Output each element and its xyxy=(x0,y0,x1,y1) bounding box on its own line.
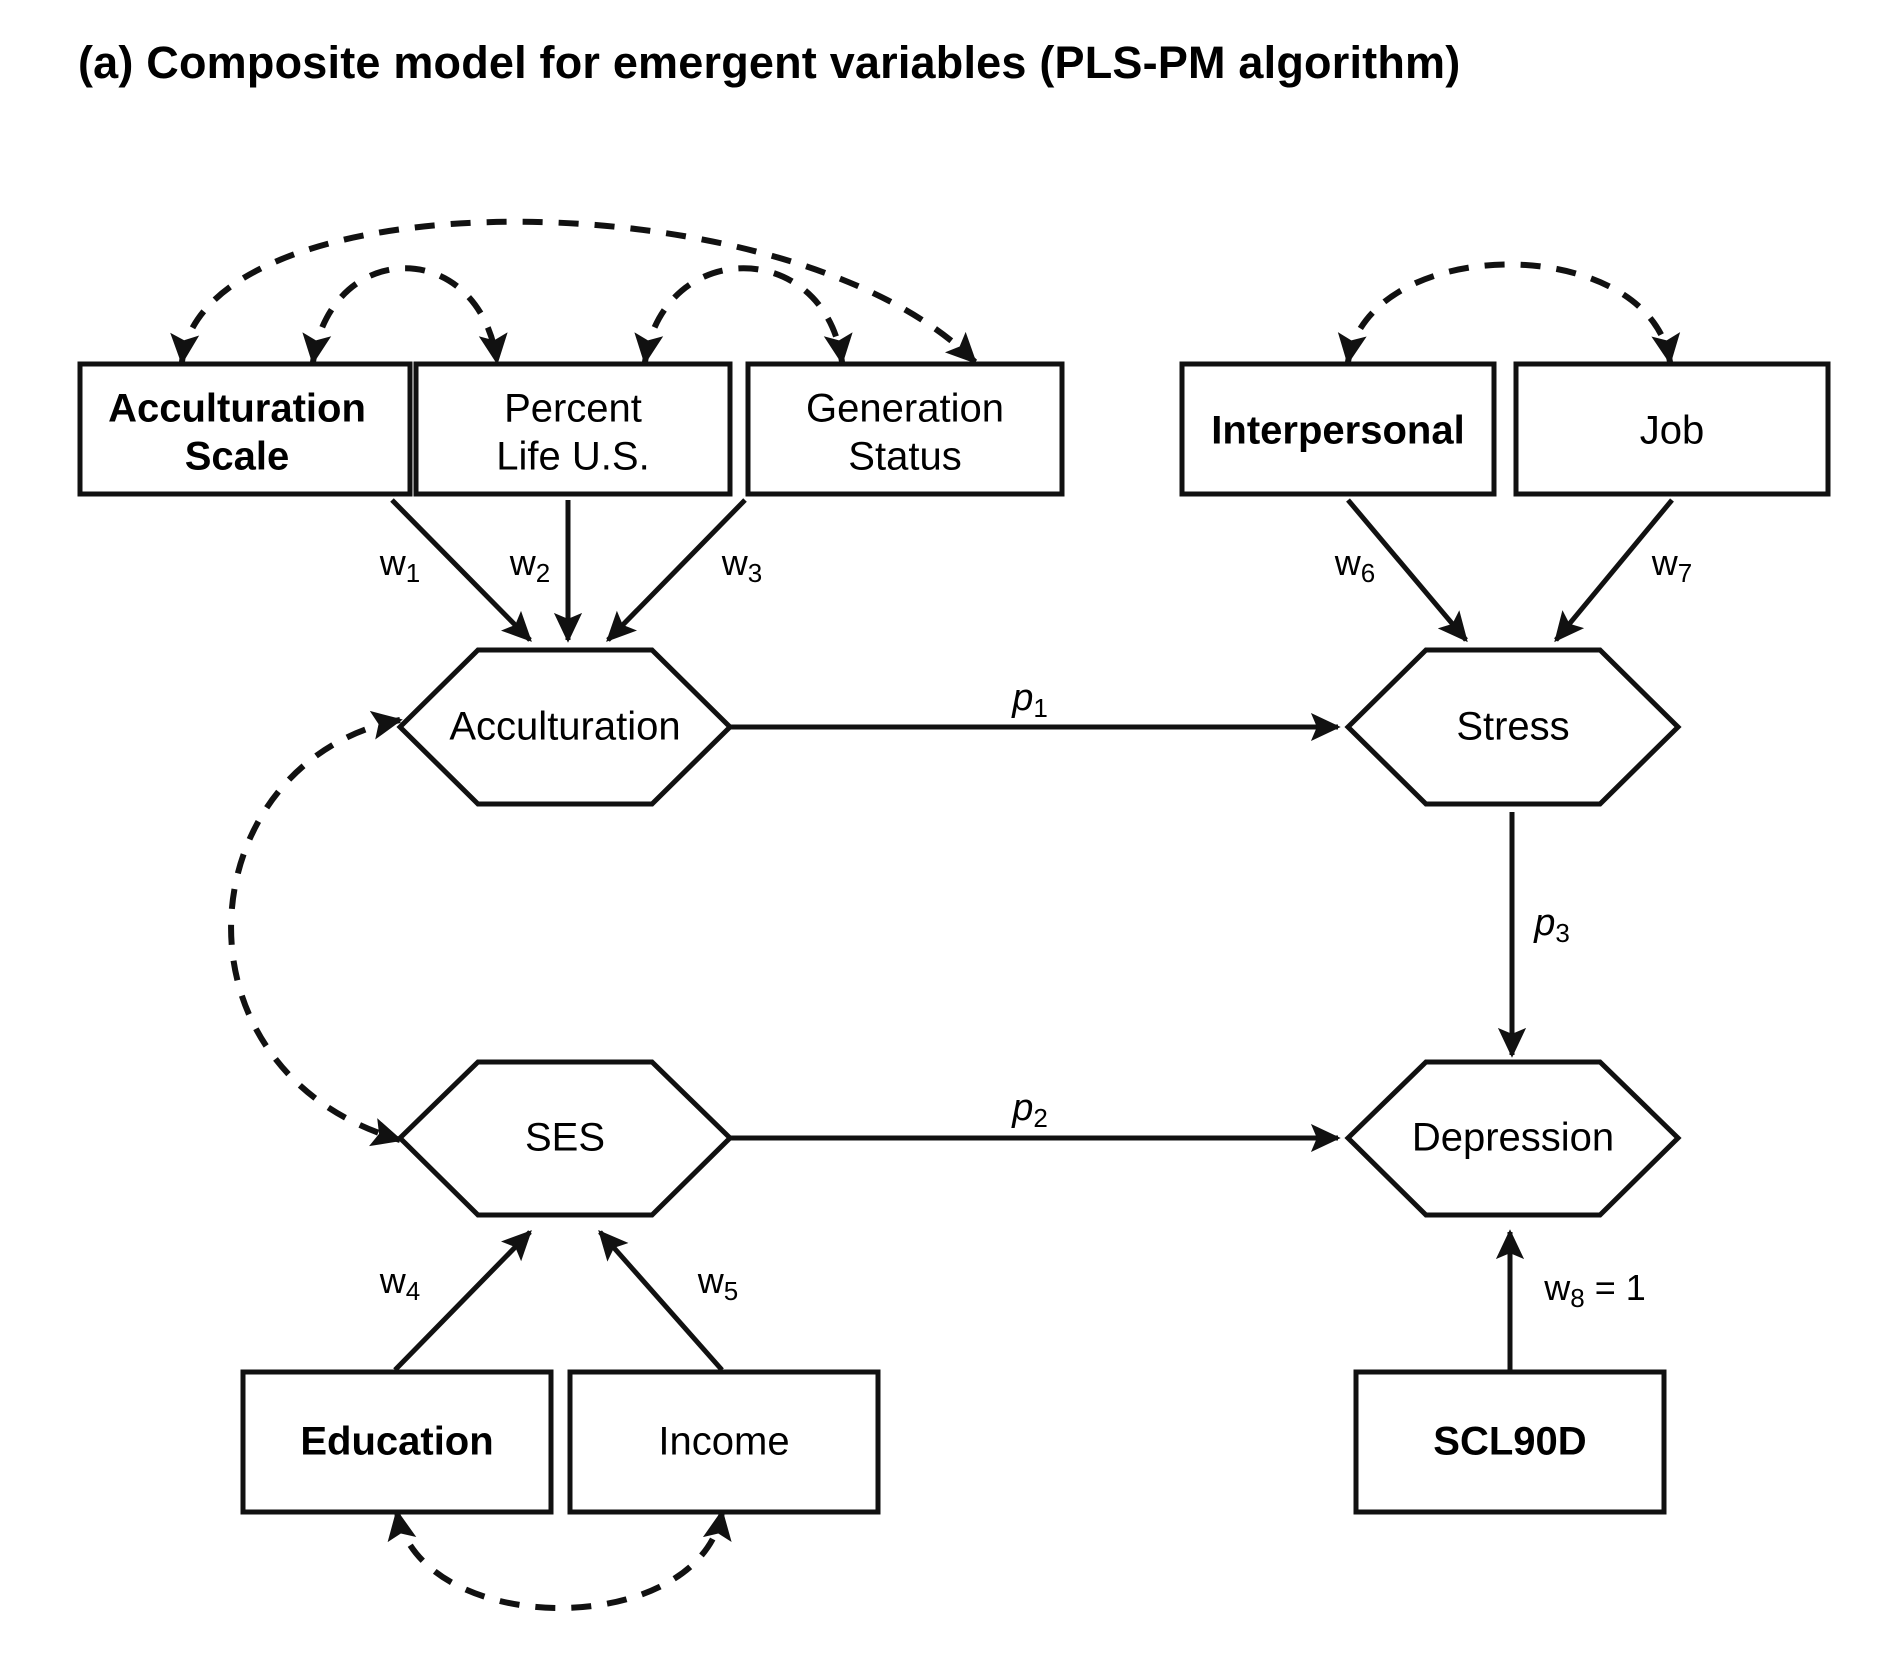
path-label-p2: p2 xyxy=(1011,1087,1048,1133)
composite-label-stress: Stress xyxy=(1456,705,1569,749)
weight-symbol-w7: w xyxy=(1651,542,1679,583)
svg-text:w2: w2 xyxy=(509,542,550,588)
weight-label-w1: w1 xyxy=(379,542,420,588)
indicator-box-scl90d[interactable]: SCL90D xyxy=(1353,1369,1667,1515)
indicator-box-income[interactable]: Income xyxy=(567,1369,881,1515)
weight-label-w4: w4 xyxy=(379,1260,420,1306)
weight-symbol-w6: w xyxy=(1334,542,1362,583)
indicator-box-interpersonal[interactable]: Interpersonal xyxy=(1179,361,1497,497)
weight-symbol-w2: w xyxy=(509,542,537,583)
composite-node-depression[interactable]: Depression xyxy=(1344,1059,1682,1218)
indicator-label-acculturation-scale-line1: Acculturation xyxy=(108,387,366,431)
weight-subscript-w3: 3 xyxy=(748,558,762,588)
path-symbol-p2: p xyxy=(1011,1087,1033,1129)
svg-text:w4: w4 xyxy=(379,1260,420,1306)
path-subscript-p3: 3 xyxy=(1555,918,1569,948)
weight-arrow-w7 xyxy=(1554,498,1674,643)
composite-label-acculturation: Acculturation xyxy=(449,705,680,749)
weight-label-w7: w7 xyxy=(1651,542,1692,588)
indicator-label-percent-life-us-line2: Life U.S. xyxy=(496,435,649,479)
composite-label-ses: SES xyxy=(525,1116,605,1160)
weight-subscript-w5: 5 xyxy=(724,1276,738,1306)
svg-text:p1: p1 xyxy=(1011,677,1048,723)
correlation-arc-acculturation-ses xyxy=(228,710,403,1147)
svg-text:p3: p3 xyxy=(1533,902,1570,948)
composite-node-acculturation[interactable]: Acculturation xyxy=(396,647,734,807)
correlation-arc-acc-scale-percent xyxy=(302,265,508,365)
indicator-label-job: Job xyxy=(1640,409,1705,453)
indicator-label-generation-status-line1: Generation xyxy=(806,387,1004,431)
svg-text:p2: p2 xyxy=(1011,1087,1048,1133)
weight-suffix-w8: = 1 xyxy=(1585,1267,1646,1308)
path-label-p1: p1 xyxy=(1011,677,1048,723)
weight-arrow-w4 xyxy=(393,1230,532,1372)
svg-text:w6: w6 xyxy=(1334,542,1375,588)
weight-label-w2: w2 xyxy=(509,542,550,588)
weight-symbol-w8: w xyxy=(1543,1267,1571,1308)
indicator-box-education[interactable]: Education xyxy=(240,1369,554,1515)
indicator-label-scl90d: SCL90D xyxy=(1433,1420,1586,1464)
weight-symbol-w1: w xyxy=(379,542,407,583)
svg-text:w7: w7 xyxy=(1651,542,1692,588)
weight-subscript-w2: 2 xyxy=(536,558,550,588)
svg-text:w3: w3 xyxy=(721,542,762,588)
indicator-box-percent-life-us[interactable]: Percent Life U.S. xyxy=(413,361,733,497)
composite-node-ses[interactable]: SES xyxy=(396,1059,734,1218)
path-subscript-p2: 2 xyxy=(1033,1103,1047,1133)
indicator-label-acculturation-scale-line2: Scale xyxy=(185,435,290,479)
weight-subscript-w1: 1 xyxy=(406,558,420,588)
weight-arrow-w1 xyxy=(390,498,532,642)
path-symbol-p1: p xyxy=(1011,677,1033,719)
indicator-box-generation-status[interactable]: Generation Status xyxy=(745,361,1065,497)
path-symbol-p3: p xyxy=(1533,902,1555,944)
indicator-label-interpersonal: Interpersonal xyxy=(1211,409,1464,453)
weight-symbol-w5: w xyxy=(697,1260,725,1301)
figure-title: (a) Composite model for emergent variabl… xyxy=(78,37,1460,88)
svg-text:w1: w1 xyxy=(379,542,420,588)
path-label-p3: p3 xyxy=(1533,902,1570,948)
composite-label-depression: Depression xyxy=(1412,1116,1614,1160)
weight-subscript-w7: 7 xyxy=(1678,558,1692,588)
correlation-arc-education-income xyxy=(387,1509,732,1611)
weight-label-w3: w3 xyxy=(721,542,762,588)
correlation-arc-percent-generation xyxy=(634,265,853,365)
path-subscript-p1: 1 xyxy=(1033,693,1047,723)
indicator-box-acculturation-scale[interactable]: Acculturation Scale xyxy=(77,361,413,497)
weight-label-w8: w8 = 1 xyxy=(1543,1267,1646,1313)
weight-label-w5: w5 xyxy=(697,1260,738,1306)
correlation-arc-acc-scale-generation xyxy=(170,218,978,365)
indicator-label-generation-status-line2: Status xyxy=(848,435,961,479)
weight-symbol-w4: w xyxy=(379,1260,407,1301)
weight-label-w6: w6 xyxy=(1334,542,1375,588)
correlation-arc-interpersonal-job xyxy=(1337,261,1681,365)
indicator-label-income: Income xyxy=(658,1420,789,1464)
weight-subscript-w8: 8 xyxy=(1570,1283,1584,1313)
weight-subscript-w4: 4 xyxy=(406,1276,420,1306)
weight-arrow-w6 xyxy=(1346,498,1468,643)
weight-arrow-w5 xyxy=(598,1229,724,1372)
weight-subscript-w6: 6 xyxy=(1361,558,1375,588)
indicator-box-job[interactable]: Job xyxy=(1513,361,1831,497)
indicator-label-education: Education xyxy=(300,1420,493,1464)
svg-text:w5: w5 xyxy=(697,1260,738,1306)
svg-text:w8 = 1: w8 = 1 xyxy=(1543,1267,1646,1313)
weight-arrow-w3 xyxy=(606,498,747,642)
weight-symbol-w3: w xyxy=(721,542,749,583)
indicator-label-percent-life-us-line1: Percent xyxy=(504,387,642,431)
composite-node-stress[interactable]: Stress xyxy=(1344,647,1682,807)
